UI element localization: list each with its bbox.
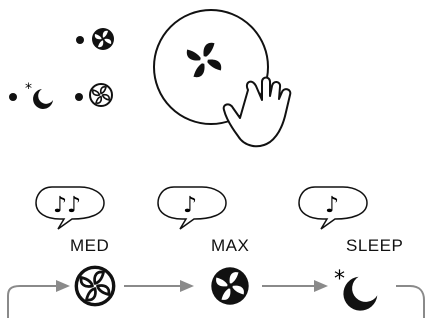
legend-sleep-mode: * — [9, 81, 113, 109]
beep-bubble-max: ♪ — [157, 186, 227, 230]
mode-label-med: MED — [70, 236, 110, 255]
music-note-icon: ♪♪ — [53, 193, 81, 218]
pointing-hand-icon — [222, 76, 292, 148]
music-note-icon: ♪ — [325, 193, 339, 218]
music-note-icon: ♪ — [183, 193, 197, 218]
bullet-dot — [9, 93, 17, 101]
arrow-right-icon — [314, 280, 328, 292]
fan-button-ring[interactable] — [153, 9, 269, 125]
bullet-dot — [76, 36, 84, 44]
beep-bubble-med: ♪♪ — [35, 186, 105, 230]
star-icon: * — [25, 81, 32, 97]
fan-button-icon — [186, 42, 222, 78]
mode-label-max: MAX — [211, 236, 250, 255]
fan-outline-icon — [89, 83, 113, 107]
mode-sleep-icon — [343, 276, 378, 311]
beep-bubble-sleep: ♪ — [298, 186, 368, 230]
mode-max-icon — [211, 267, 249, 305]
bullet-dot — [75, 93, 83, 101]
arrow-right-icon — [56, 280, 70, 292]
return-loop-icon — [7, 285, 56, 318]
return-loop-icon — [396, 285, 425, 318]
arrow-right-icon — [180, 280, 194, 292]
sleep-moon-icon — [33, 89, 53, 109]
fan-button[interactable] — [153, 9, 269, 125]
mode-label-sleep: SLEEP — [346, 236, 404, 255]
mode-med-icon — [74, 265, 116, 307]
legend-fan-mode — [76, 28, 114, 50]
star-icon: * — [334, 267, 345, 292]
fan-solid-icon — [92, 28, 114, 50]
